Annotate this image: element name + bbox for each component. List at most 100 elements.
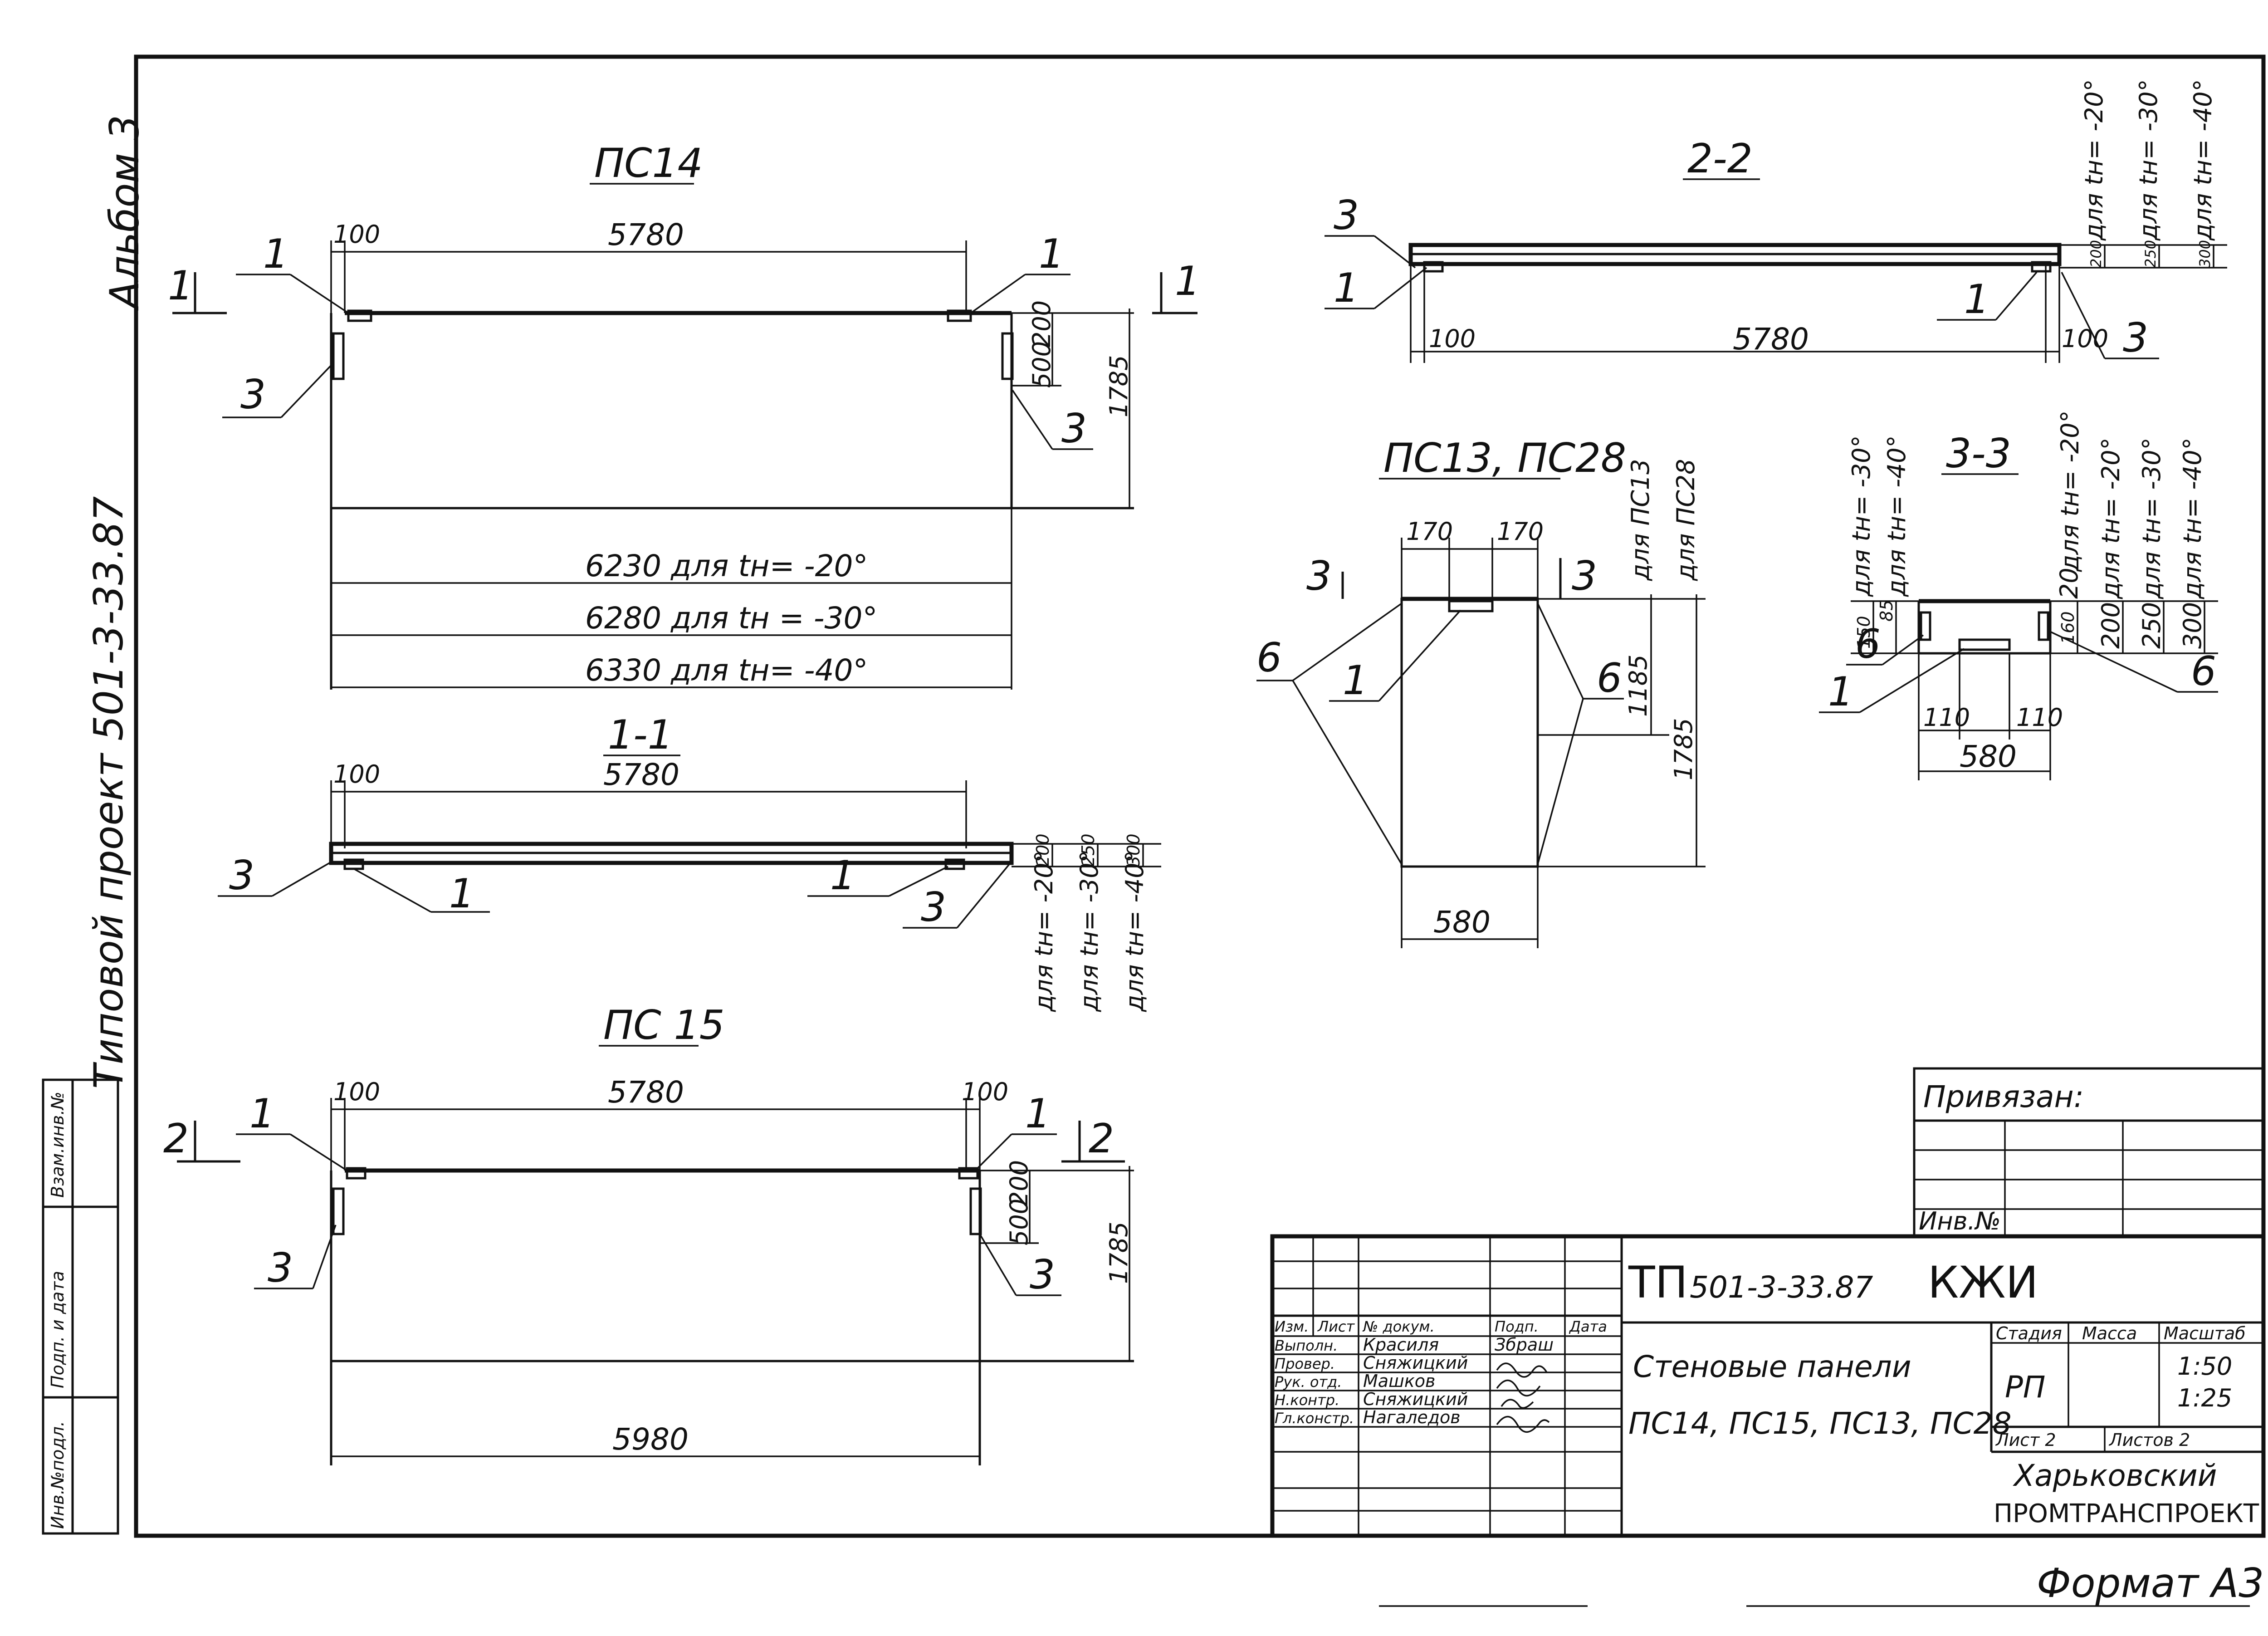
sec22-callout-1a: 1 [1334, 265, 1359, 311]
sec33-dim-110a: 110 [1923, 703, 1970, 732]
sec33-lbl-r20a: для tн= -20° [2056, 410, 2084, 572]
doc-code-prefix: ТП [1628, 1257, 1688, 1308]
ps14-dim-1785: 1785 [1105, 355, 1133, 417]
row-1-role: Выполн. [1275, 1337, 1338, 1354]
ps14-callout-3a: 3 [240, 371, 266, 418]
ps15-section-right: 2 [1089, 1115, 1114, 1162]
ps14-section-right: 1 [1175, 258, 1200, 304]
sec11-dim-300: 300 [1124, 833, 1144, 867]
view-ps15: ПС 15 100 5780 100 200 500 1785 5980 1 1 [163, 1002, 1134, 1465]
ps14-dim-500: 500 [1027, 341, 1056, 388]
hdr-doc: № докум. [1362, 1318, 1435, 1335]
sec33-title: 3-3 [1946, 430, 2011, 477]
ps15-callout-3a: 3 [268, 1244, 293, 1291]
sec33-dim-150: 150 [1854, 616, 1874, 649]
sec33-lbl-r40: для tн= -40° [2178, 437, 2207, 599]
sec33-dim-580: 580 [1960, 739, 2017, 774]
hdr-list: Лист [1317, 1318, 1355, 1335]
format-label: Формат А3 [2037, 1560, 2264, 1607]
sec33-lbl-l30: для tн= -30° [1847, 435, 1876, 597]
ps14-len-30: 6280 для tн = -30° [585, 601, 878, 636]
stamp-columns [42, 1078, 119, 1535]
sec11-lbl-40: для tн= -40° [1120, 850, 1149, 1012]
ps13-section-left: 3 [1306, 553, 1332, 599]
ps13-title: ПС13, ПС28 [1383, 435, 1626, 481]
ps15-callout-3b: 3 [1030, 1251, 1055, 1298]
sec33-lbl-r30: для tн= -30° [2137, 437, 2166, 599]
scale-value-2: 1:25 [2177, 1384, 2232, 1412]
org-line-2: ПРОМТРАНСПРОЕКТ [1994, 1499, 2259, 1528]
ps13-callout-6b: 6 [1597, 655, 1622, 701]
sec11-title: 1-1 [608, 711, 673, 758]
ps14-callout-1a: 1 [263, 230, 288, 277]
sec33-lbl-r20: для tн= -20° [2097, 437, 2125, 599]
binding-block: Привязан: Инв.№ [1913, 1067, 2265, 1238]
sec33-callout-6a: 6 [1855, 621, 1881, 667]
sec22-lbl-20: для tн= -20° [2080, 79, 2108, 241]
sec11-callout-3a: 3 [229, 852, 254, 899]
sec22-lbl-30: для tн= -30° [2134, 79, 2163, 241]
stamp-col-3: Взам.инв.№ [48, 1092, 68, 1198]
row-2-name: Сняжицкий [1363, 1353, 1468, 1373]
ps13-dim-1785: 1785 [1669, 718, 1698, 780]
title-block: Изм. Лист № докум. Подп. Дата Выполн. Кр… [1270, 1234, 2266, 1538]
sec33-callout-1: 1 [1828, 668, 1853, 715]
doc-code-suffix: КЖИ [1928, 1257, 2038, 1308]
row-1-sign: Збраш [1495, 1335, 1554, 1355]
sheet-frame [134, 54, 2266, 1538]
sec22-dim-300: 300 [2196, 240, 2214, 268]
sec22-lbl-40: для tн= -40° [2189, 79, 2217, 241]
ps13-callout-1: 1 [1343, 657, 1368, 704]
ps14-callout-1b: 1 [1039, 230, 1064, 277]
ps14-dim-200: 200 [1027, 300, 1056, 347]
sec11-dim-250: 250 [1078, 833, 1098, 867]
org-line-1: Харьковский [2013, 1458, 2217, 1493]
ps15-dim-500: 500 [1005, 1199, 1033, 1245]
view-ps14: ПС14 100 5780 200 500 1785 6230 для tн= … [168, 140, 1200, 690]
sec22-dim-100-right: 100 [2062, 324, 2108, 353]
sec11-dim-5780: 5780 [603, 757, 679, 792]
bound-label: Привязан: [1923, 1079, 2084, 1114]
mass-label: Масса [2082, 1323, 2137, 1343]
sec11-callout-3b: 3 [921, 884, 946, 931]
ps13-dim-170a: 170 [1406, 517, 1453, 546]
inv-label: Инв.№ [1919, 1207, 2001, 1235]
project-label: Типовой проект 501-3-33.87 [85, 496, 132, 1089]
ps15-callout-1b: 1 [1025, 1090, 1051, 1137]
sec22-dim-250: 250 [2142, 240, 2159, 268]
left-margin: Альбом 3 Типовой проект 501-3-33.87 Инв.… [42, 115, 148, 1535]
sec22-callout-1b: 1 [1964, 276, 1989, 323]
ps15-dim-5980: 5980 [612, 1422, 689, 1457]
view-section-3-3: 3-3 110 110 580 150 85 для tн= -30° для … [1819, 410, 2218, 780]
ps13-dim-170b: 170 [1497, 517, 1544, 546]
row-3-role: Рук. отд. [1275, 1373, 1342, 1391]
ps14-dim-100: 100 [333, 220, 380, 249]
ps13-section-right: 3 [1572, 553, 1597, 599]
sec22-callout-3a: 3 [1334, 192, 1359, 239]
stamp-col-2: Подп. и дата [48, 1271, 68, 1388]
ps14-callout-3b: 3 [1061, 405, 1087, 452]
sec11-callout-1a: 1 [449, 870, 474, 917]
ps15-dim-200: 200 [1005, 1160, 1033, 1207]
row-3-name: Машков [1363, 1371, 1435, 1391]
stage-value: РП [2005, 1370, 2045, 1405]
ps13-callout-6a: 6 [1256, 634, 1282, 681]
ps13-lbl-ps13: для ПС13 [1626, 459, 1655, 581]
ps13-dim-1185: 1185 [1624, 655, 1652, 717]
sec33-dim-20: 20 [2055, 568, 2083, 599]
ps14-section-left: 1 [168, 262, 193, 309]
signatures [1496, 1362, 1550, 1433]
ps15-dim-1785: 1785 [1105, 1222, 1133, 1284]
row-4-name: Сняжицкий [1363, 1389, 1468, 1409]
ps14-len-20: 6230 для tн= -20° [585, 549, 868, 583]
row-2-role: Провер. [1275, 1355, 1335, 1372]
sec33-dim-250: 250 [2137, 602, 2166, 649]
row-4-role: Н.контр. [1275, 1391, 1339, 1409]
sec11-lbl-20: для tн= -20° [1030, 850, 1058, 1012]
sec22-title: 2-2 [1687, 135, 1753, 182]
ps14-title: ПС14 [594, 140, 703, 186]
hdr-izm: Изм. [1275, 1318, 1309, 1335]
sec33-callout-6b: 6 [2191, 648, 2216, 695]
ps15-dim-100-left: 100 [333, 1078, 380, 1106]
ps15-dim-100-right: 100 [962, 1078, 1008, 1106]
